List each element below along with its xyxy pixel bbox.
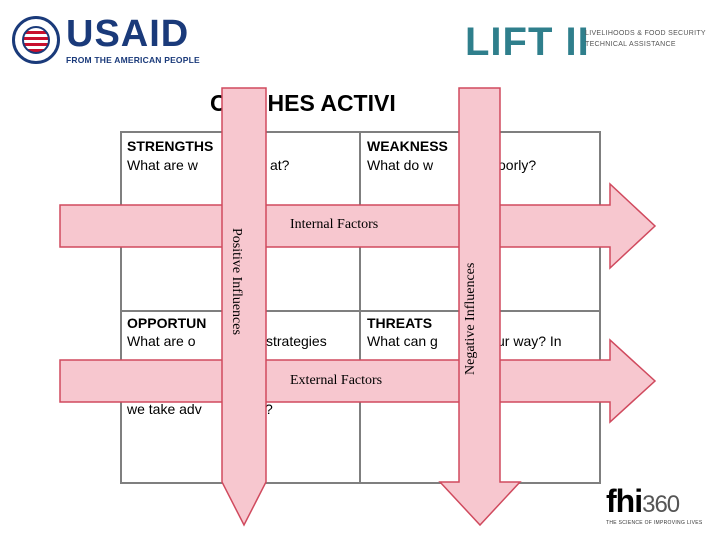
opportunities-body-line2: we take adv: [127, 401, 202, 417]
external-factors-arrow: [59, 338, 657, 424]
usaid-seal-icon: [12, 16, 60, 64]
external-factors-label: External Factors: [290, 373, 383, 388]
fhi360-logo-number: 360: [642, 491, 680, 518]
fhi360-logo: fhi360: [606, 483, 680, 522]
weaknesses-body: What do w: [367, 157, 434, 173]
internal-factors-label: Internal Factors: [290, 217, 379, 232]
weaknesses-heading: WEAKNESS: [367, 138, 448, 154]
strengths-body: What are w: [127, 157, 198, 173]
threats-body-tail: ur way? In: [497, 333, 562, 349]
grid-border-center: [359, 131, 361, 484]
threats-heading: THREATS: [367, 315, 433, 331]
opportunities-body: What are o: [127, 333, 196, 349]
fhi360-tagline: THE SCIENCE OF IMPROVING LIVES: [606, 520, 703, 526]
grid-border-left: [120, 131, 122, 484]
negative-influences-label: Negative Influences: [463, 262, 478, 375]
internal-factors-arrow: [59, 182, 657, 270]
negative-influences-arrow: [438, 87, 522, 527]
strengths-body-tail: at?: [270, 157, 290, 173]
strengths-heading: STRENGTHS: [127, 138, 214, 154]
threats-body: What can g: [367, 333, 438, 349]
lift-subtitle-line2: TECHNICAL ASSISTANCE: [585, 41, 676, 48]
positive-influences-label: Positive Influences: [229, 228, 244, 335]
opportunities-heading: OPPORTUN: [127, 315, 207, 331]
lift-subtitle: LIVELIHOODS & FOOD SECURITY TECHNICAL AS…: [585, 28, 706, 50]
lift-subtitle-line1: LIVELIHOODS & FOOD SECURITY: [585, 30, 706, 37]
grid-border-right: [599, 131, 601, 484]
opportunities-body-line2-tail: ?: [265, 401, 273, 417]
lift-logo: LIFT II: [465, 20, 590, 64]
fhi360-logo-name: fhi: [606, 483, 643, 519]
opportunities-body-mid: strategies: [266, 333, 327, 349]
usaid-tagline: FROM THE AMERICAN PEOPLE: [66, 55, 200, 65]
usaid-logo: USAID: [66, 13, 190, 55]
positive-influences-arrow-shape: [221, 87, 267, 527]
weaknesses-body-tail: oorly?: [498, 157, 537, 173]
